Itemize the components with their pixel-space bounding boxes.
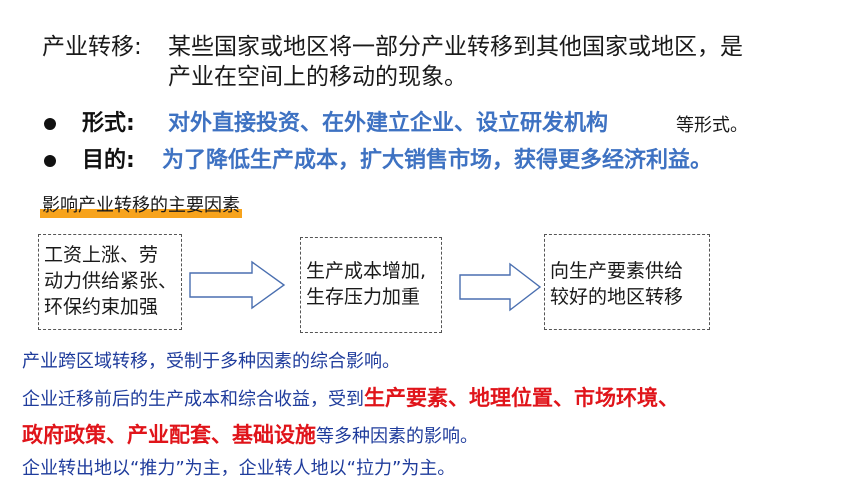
flow-box-transfer-line: 向生产要素供给 (550, 260, 684, 282)
flow-box-transfer-text: 向生产要素供给 较好的地区转移 (550, 258, 683, 310)
flow-box-transfer (544, 234, 710, 330)
flow-box-transfer-line: 较好的地区转移 (550, 286, 684, 308)
summary-line-2-red: 生产要素、地理位置、市场环境、 (364, 386, 679, 410)
flow-box-pressure-line: 生产成本增加, (306, 260, 427, 282)
bullet-dot-icon (44, 155, 56, 167)
flow-box-causes-line: 工资上涨、劳 (44, 244, 159, 266)
definition-text-line1: 某些国家或地区将一部分产业转移到其他国家或地区，是 (168, 34, 743, 60)
flow-box-causes (38, 234, 182, 330)
bullet-purpose-highlight: 为了降低生产成本，扩大销售市场，获得更多经济利益。 (162, 148, 713, 173)
summary-line-1: 产业跨区域转移，受制于多种因素的综合影响。 (22, 351, 400, 372)
bullet-form-tail: 等形式。 (676, 115, 748, 136)
summary-line-2-prefix: 企业迁移前后的生产成本和综合收益，受到 (22, 389, 364, 410)
flow-box-causes-line: 动力供给紧张、 (44, 270, 178, 292)
flow-box-pressure-text: 生产成本增加, 生存压力加重 (306, 258, 426, 310)
flow-arrow-icon (458, 262, 542, 312)
summary-line-2: 企业迁移前后的生产成本和综合收益，受到生产要素、地理位置、市场环境、 (22, 384, 679, 414)
bullet-dot-icon (44, 118, 56, 130)
factor-heading: 影响产业转移的主要因素 (40, 194, 242, 218)
summary-line-4: 企业转出地以“推力”为主，企业转人地以“拉力”为主。 (22, 458, 456, 479)
definition-text-line2: 产业在空间上的移动的现象。 (168, 64, 467, 90)
summary-line-3: 政府政策、产业配套、基础设施等多种因素的影响。 (22, 421, 478, 451)
flow-box-pressure (300, 237, 442, 333)
bullet-form-label: 形式: (82, 111, 135, 136)
definition-label: 产业转移: (42, 34, 142, 60)
summary-line-3-red: 政府政策、产业配套、基础设施 (22, 423, 316, 447)
flow-box-causes-text: 工资上涨、劳 动力供给紧张、 环保约束加强 (44, 242, 177, 320)
flow-box-causes-line: 环保约束加强 (44, 296, 159, 318)
bullet-purpose-label: 目的: (82, 148, 135, 173)
summary-line-3-suffix: 等多种因素的影响。 (316, 426, 478, 447)
flow-arrow-icon (188, 260, 286, 310)
bullet-form-highlight: 对外直接投资、在外建立企业、设立研发机构 (168, 111, 609, 136)
flow-box-pressure-line: 生存压力加重 (306, 286, 421, 308)
